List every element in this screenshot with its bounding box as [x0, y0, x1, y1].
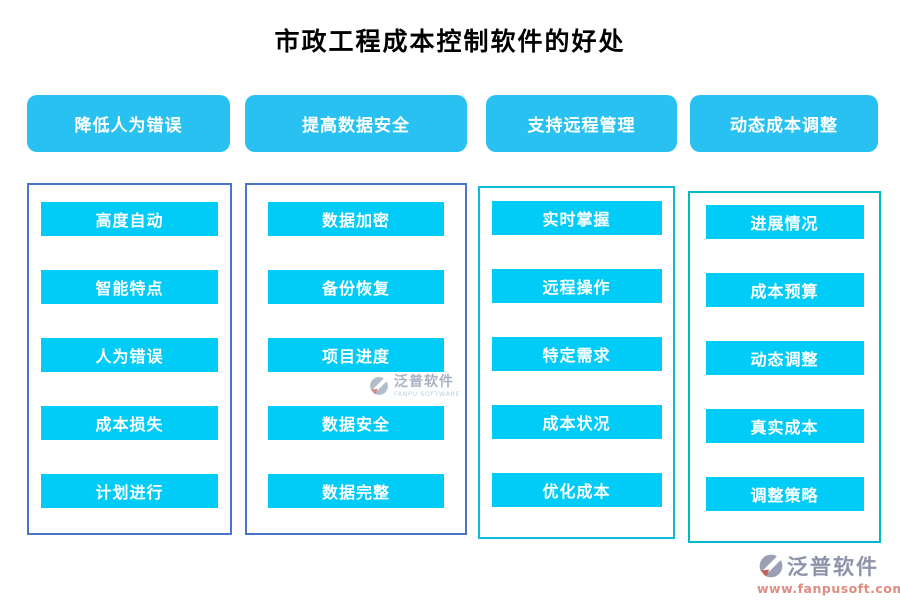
benefit-item: 项目进度	[268, 338, 444, 372]
benefit-item: 数据完整	[268, 474, 444, 508]
benefit-column-2: 数据加密 备份恢复 项目进度 数据安全 数据完整	[245, 183, 467, 535]
benefit-column-3: 实时掌握 远程操作 特定需求 成本状况 优化成本	[478, 186, 675, 539]
category-header-reduce-errors: 降低人为错误	[27, 95, 230, 152]
fanpu-logo-icon	[368, 375, 390, 397]
page-title: 市政工程成本控制软件的好处	[274, 27, 626, 56]
category-header-remote-management: 支持远程管理	[486, 95, 677, 152]
benefit-item: 进展情况	[705, 205, 864, 239]
benefit-item: 动态调整	[705, 341, 864, 375]
watermark-text: 泛普软件 FANPU SOFTWARE	[394, 374, 461, 399]
category-header-data-security: 提高数据安全	[245, 95, 467, 152]
watermark-name: 泛普软件	[394, 374, 454, 390]
benefit-column-4: 进展情况 成本预算 动态调整 真实成本 调整策略	[688, 191, 881, 543]
benefit-item: 远程操作	[491, 269, 662, 303]
benefit-item: 实时掌握	[491, 201, 662, 235]
benefit-item: 智能特点	[41, 270, 218, 304]
watermark-subtitle: FANPU SOFTWARE	[394, 390, 461, 398]
benefit-item: 真实成本	[705, 409, 864, 443]
benefit-item: 成本状况	[491, 405, 662, 439]
benefit-item: 计划进行	[41, 474, 218, 508]
benefit-item: 人为错误	[41, 338, 218, 372]
fanpu-footer-logo: 泛普软件 www.fanpusoft.com	[757, 551, 900, 596]
fanpu-watermark: 泛普软件 FANPU SOFTWARE	[368, 375, 460, 398]
benefit-item: 高度自动	[41, 202, 218, 236]
fanpu-logo-icon	[757, 552, 785, 580]
benefit-column-1: 高度自动 智能特点 人为错误 成本损失 计划进行	[27, 183, 232, 535]
benefit-item: 调整策略	[705, 477, 864, 511]
benefit-item: 成本损失	[41, 406, 218, 440]
benefit-item: 优化成本	[491, 473, 662, 507]
category-header-dynamic-cost: 动态成本调整	[690, 95, 878, 152]
benefit-item: 成本预算	[705, 273, 864, 307]
footer-logo-name: 泛普软件	[787, 555, 879, 579]
footer-logo-url: www.fanpusoft.com	[757, 581, 900, 596]
benefit-item: 特定需求	[491, 337, 662, 371]
benefit-item: 数据安全	[268, 406, 444, 440]
benefit-item: 备份恢复	[268, 270, 444, 304]
benefit-item: 数据加密	[268, 202, 444, 236]
